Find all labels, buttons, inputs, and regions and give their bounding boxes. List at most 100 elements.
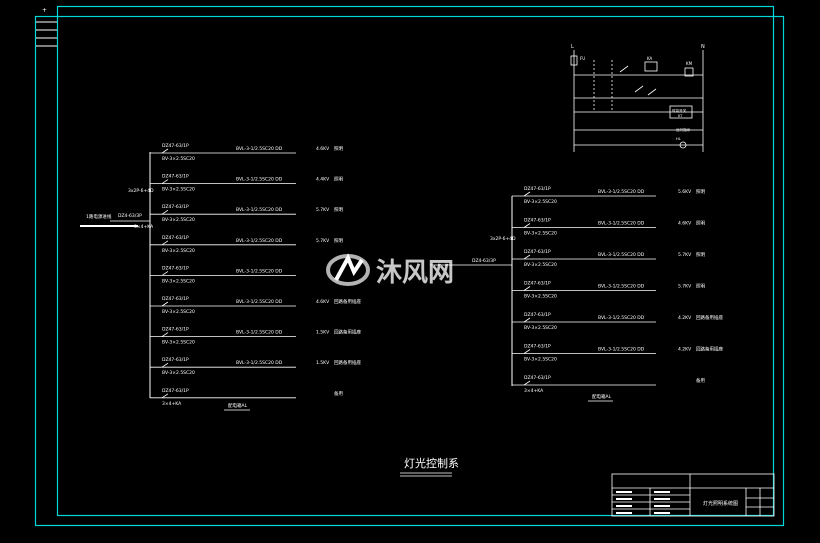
phase-label: L (571, 44, 574, 50)
branch-breaker-label: DZ47-63/1P (524, 312, 551, 318)
left-distribution-panel: 1路电源进线 DZ4-63/3P 3×4+KA 3x2P-6+4D DZ47-6… (80, 143, 361, 411)
branch-note-label: 回路备用插座 (334, 359, 361, 366)
branch-cable-label: BV-3×2.5SC20 (524, 231, 557, 237)
control-circuit (570, 50, 704, 152)
breaker-symbol (161, 362, 169, 368)
branch-circuit-label: BVL-3-1/2.5SC20 DD (598, 315, 645, 321)
branch-load-label: 1.5KV (316, 360, 330, 366)
indicator-label: 运行指示 (676, 127, 691, 132)
breaker-symbol (161, 301, 169, 307)
branch-cable-label: BV-3×2.5SC20 (524, 294, 557, 300)
branch-breaker-label: DZ47-63/1P (524, 344, 551, 350)
breaker-symbol (523, 191, 531, 197)
branch-note-label: 照明 (334, 177, 343, 183)
branch-load-label: 5.7KV (678, 252, 692, 258)
branch-cable-label: BV-3×2.5SC20 (524, 199, 557, 205)
branch-load-label: 4.4KV (316, 177, 330, 183)
neutral-label: N (701, 44, 705, 50)
branch-circuit-label: BVL-3-1/2.5SC20 DD (598, 284, 645, 290)
breaker-symbol (161, 148, 169, 154)
branch-note-label: 备用 (696, 377, 705, 384)
left-panel-caption: 配电箱AL (228, 402, 248, 409)
timer-box (669, 105, 693, 119)
branch-circuit-label: BVL-3-1/2.5SC20 DD (236, 268, 283, 274)
corner-mark: + (42, 7, 47, 14)
breaker-symbol (523, 317, 531, 323)
breaker-symbol (161, 271, 169, 276)
branch-load-label: 4.6KV (678, 221, 692, 227)
branch-circuit-label: BVL-3-1/2.5SC20 DD (236, 360, 283, 366)
right-panel-caption: 配电箱AL (592, 393, 612, 400)
branch-cable-label: BV-3×2.5SC20 (162, 370, 195, 376)
indicator-lamp (679, 141, 687, 149)
branch-cable-label: BV-3×2.5SC20 (162, 340, 195, 346)
branch-circuit: DZ47-63/1P BV-3×2.5SC20 BVL-3-1/2.5SC20 DD… (150, 174, 343, 193)
branch-cable-label: BV-3×2.5SC20 (524, 357, 557, 363)
contactor-coil (684, 67, 694, 77)
title-block-fills (616, 491, 670, 514)
diagram-title: 灯光控制系 (404, 456, 459, 470)
indicator-sub-label: HL (676, 137, 681, 141)
bus-label: 3×4+KA (134, 224, 154, 230)
branch-circuit-label: BVL-3-1/2.5SC20 DD (598, 347, 645, 353)
fuse-symbol (570, 55, 578, 66)
branch-breaker-label: DZ47-63/1P (524, 249, 551, 255)
breaker-symbol (523, 286, 531, 291)
branch-breaker-label: DZ47-63/1P (162, 174, 189, 180)
panel-tag: 3x2P-6+4D (128, 188, 154, 194)
branch-note-label: 照明 (334, 238, 343, 244)
branch-cable-label: BV-3×2.5SC20 (162, 156, 195, 162)
branch-note-label: 照明 (334, 146, 343, 152)
breaker-symbol (161, 393, 169, 399)
branch-load-label: 4.2KV (678, 347, 692, 353)
branch-cable-label: BV-3×2.5SC20 (162, 217, 195, 223)
branch-breaker-label: DZ47-63/1P (162, 265, 189, 271)
breaker-symbol (523, 349, 531, 354)
title-block (611, 473, 775, 517)
breaker-symbol (161, 240, 169, 246)
branch-cable-label: BV-3×2.5SC20 (162, 187, 195, 193)
breaker-symbol (161, 332, 169, 337)
outer-sheet-frame (34, 15, 785, 527)
branch-circuit-label: BVL-3-1/2.5SC20 DD (236, 330, 283, 336)
binding-strip (36, 21, 57, 47)
branch-breaker-label: DZ47-63/1P (162, 388, 189, 394)
branch-circuit: DZ47-63/1P BV-3×2.5SC20 BVL-3-1/2.5SC20 DD… (512, 312, 723, 331)
breaker-symbol (523, 380, 531, 386)
timer-sub-label: KT (678, 114, 683, 118)
branch-note-label: 回路备用插座 (334, 329, 361, 336)
branch-circuit-label: BVL-3-1/2.5SC20 DD (236, 207, 283, 213)
branch-circuit: DZ47-63/1P BV-3×2.5SC20 BVL-3-1/2.5SC20 DD… (150, 235, 343, 254)
branch-circuit-label: BVL-3-1/2.5SC20 DD (236, 238, 283, 244)
branch-circuit-label: BVL-3-1/2.5SC20 DD (598, 189, 645, 195)
branch-circuit-label: BVL-3-1/2.5SC20 DD (236, 177, 283, 183)
watermark-logo (326, 253, 370, 286)
branch-breaker-label: DZ47-63/1P (162, 296, 189, 302)
contactor-label: KM (686, 61, 693, 66)
right-panel-tag: 3x2P-6+4D (490, 236, 516, 242)
branch-circuit-label: BVL-3-1/2.5SC20 DD (236, 146, 283, 152)
branch-load-label: 4.6KV (316, 299, 330, 305)
title-block-drawing-name: 灯光照明系统图 (703, 500, 738, 507)
branch-cable-label: BV-3×2.5SC20 (524, 325, 557, 331)
branch-cable-label: BV-3×2.5SC20 (162, 278, 195, 284)
branch-load-label: 5.7KV (316, 207, 330, 213)
branch-cable-label: BV-3×2.5SC20 (162, 309, 195, 315)
branch-breaker-label: DZ47-63/1P (162, 235, 189, 241)
branch-note-label: 照明 (334, 207, 343, 213)
branch-breaker-label: DZ47-63/1P (162, 204, 189, 210)
relay-box (644, 61, 658, 72)
branch-cable-label: BV-3×2.5SC20 (162, 248, 195, 254)
branch-circuit: DZ47-63/1P BV-3×2.5SC20 BVL-3-1/2.5SC20 DD… (150, 204, 343, 223)
branch-cable-label: 3×4+KA (524, 388, 544, 394)
branch-note-label: 回路备用插座 (696, 314, 723, 321)
branch-load-label: 5.7KV (678, 284, 692, 290)
